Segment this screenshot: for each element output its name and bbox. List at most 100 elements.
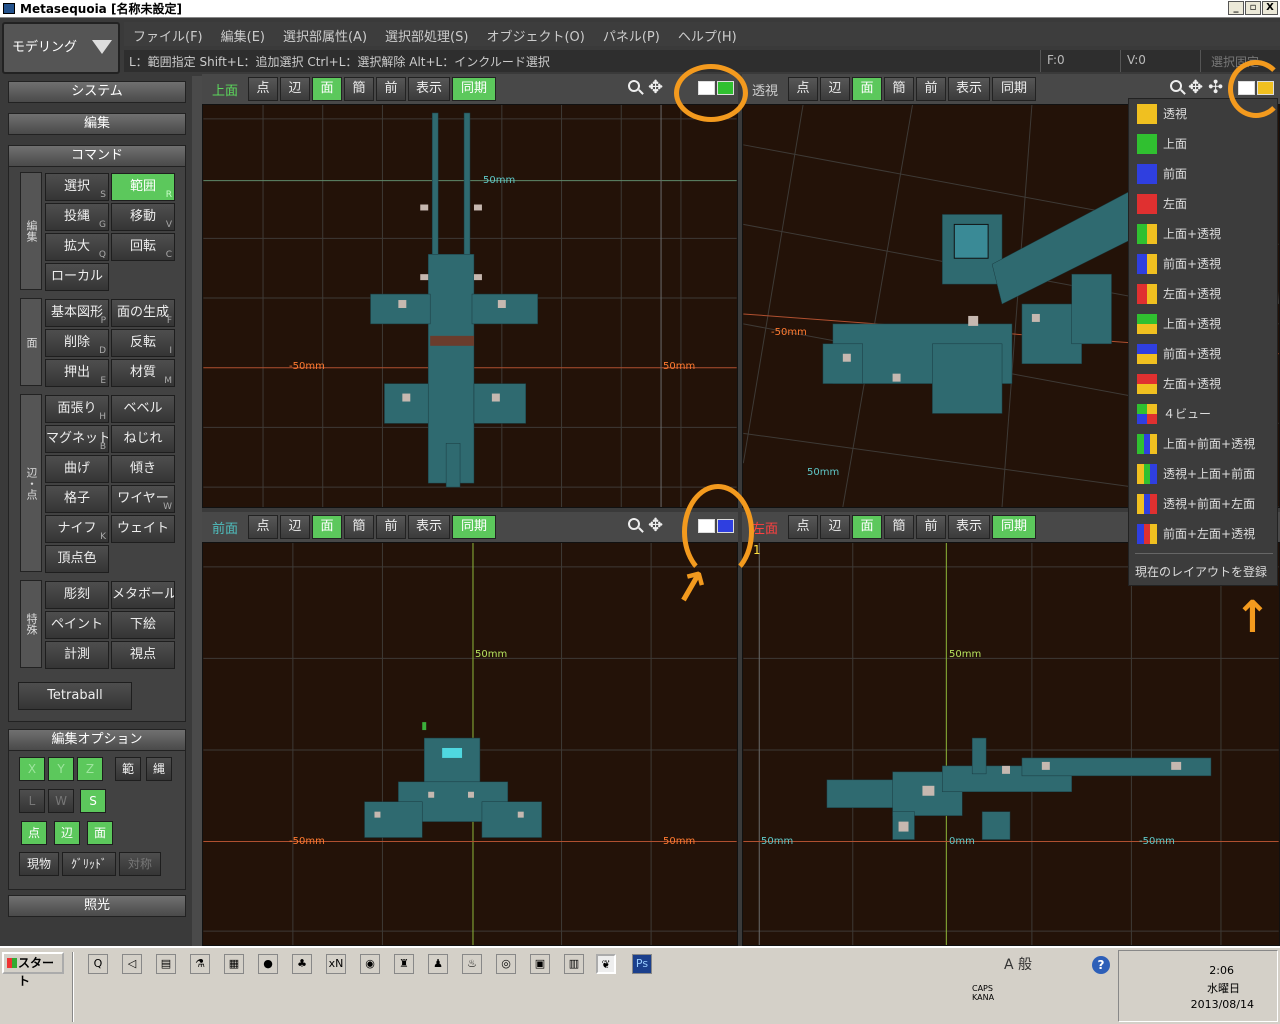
- layout-option-front-persp[interactable]: 前面+透視: [1137, 250, 1277, 278]
- ime-bar[interactable]: A 般 CAPS KANA: [972, 954, 1082, 1002]
- face-mode-toggle[interactable]: 面: [87, 821, 113, 845]
- move-view-icon[interactable]: ✥: [648, 77, 664, 98]
- help-icon[interactable]: ?: [1092, 956, 1110, 974]
- quicklaunch-icon-6[interactable]: ●: [258, 954, 278, 974]
- front-view-front-button[interactable]: 前: [376, 515, 406, 539]
- menu-selection-attr[interactable]: 選択部属性(A): [282, 30, 368, 45]
- menu-panel[interactable]: パネル(P): [602, 30, 660, 45]
- vertex-color-button[interactable]: 頂点色: [45, 545, 109, 573]
- start-button[interactable]: スタート: [2, 952, 64, 988]
- viewpoint-button[interactable]: 視点: [111, 641, 175, 669]
- axis-x-toggle[interactable]: X: [19, 757, 45, 781]
- mode-selector[interactable]: モデリング: [2, 22, 120, 74]
- top-view-face-button[interactable]: 面: [312, 77, 342, 101]
- world-coord-toggle[interactable]: W: [48, 789, 74, 813]
- menu-help[interactable]: ヘルプ(H): [677, 30, 737, 45]
- left-view-front-button[interactable]: 前: [916, 515, 946, 539]
- zoom-icon[interactable]: [628, 80, 644, 96]
- lighting-section[interactable]: 照光: [8, 895, 186, 917]
- bend-button[interactable]: 曲げ: [45, 455, 109, 483]
- layout-option-front[interactable]: 前面: [1137, 160, 1277, 188]
- measure-button[interactable]: 計測: [45, 641, 109, 669]
- layout-option-persp-top-front[interactable]: 透視+上面+前面: [1137, 460, 1277, 488]
- front-view-edge-button[interactable]: 辺: [280, 515, 310, 539]
- vertex-mode-toggle[interactable]: 点: [21, 821, 47, 845]
- maximize-button[interactable]: ▫: [1245, 1, 1261, 15]
- left-view-edge-button[interactable]: 辺: [820, 515, 850, 539]
- menu-edit[interactable]: 編集(E): [220, 30, 265, 45]
- edit-options-section[interactable]: 編集オプション: [8, 729, 186, 751]
- metaball-button[interactable]: メタボール粘: [111, 581, 175, 609]
- rotate-view-icon[interactable]: ✣: [1208, 77, 1224, 98]
- front-viewport[interactable]: 50mm -50mm 50mm: [202, 542, 738, 946]
- local-button[interactable]: ローカル: [45, 263, 109, 291]
- menu-file[interactable]: ファイル(F): [133, 30, 203, 45]
- front-view-face-button[interactable]: 面: [312, 515, 342, 539]
- move-view-icon[interactable]: ✥: [1188, 77, 1204, 98]
- menu-object[interactable]: オブジェクト(O): [486, 30, 585, 45]
- quicklaunch-icon-11[interactable]: ♟: [428, 954, 448, 974]
- edit-section[interactable]: 編集: [8, 113, 186, 135]
- left-viewport[interactable]: 1 50mm 50mm 0mm -50mm: [742, 542, 1280, 946]
- top-view-sync-button[interactable]: 同期: [452, 77, 496, 101]
- layout-option-front-persp-horizontal[interactable]: 前面+透視: [1137, 340, 1277, 368]
- persp-view-face-button[interactable]: 面: [852, 77, 882, 101]
- left-panel-scrollbar[interactable]: [192, 76, 202, 946]
- persp-view-sync-button[interactable]: 同期: [992, 77, 1036, 101]
- axis-y-toggle[interactable]: Y: [48, 757, 74, 781]
- lattice-button[interactable]: 格子: [45, 485, 109, 513]
- layout-option-front-left-persp[interactable]: 前面+左面+透視: [1137, 520, 1277, 548]
- tetraball-button[interactable]: Tetraball: [18, 682, 132, 710]
- persp-view-label[interactable]: 透視: [752, 84, 779, 99]
- persp-view-edge-button[interactable]: 辺: [820, 77, 850, 101]
- layout-option-persp[interactable]: 透視: [1137, 100, 1277, 128]
- quicklaunch-icon-8[interactable]: xN: [326, 954, 346, 974]
- close-button[interactable]: X: [1262, 1, 1278, 15]
- sculpt-button[interactable]: 彫刻: [45, 581, 109, 609]
- top-view-edge-button[interactable]: 辺: [280, 77, 310, 101]
- quicklaunch-icon-2[interactable]: ◁: [122, 954, 142, 974]
- quicklaunch-icon-14[interactable]: ▣: [530, 954, 550, 974]
- quicklaunch-icon-5[interactable]: ▦: [224, 954, 244, 974]
- minimize-button[interactable]: _: [1228, 1, 1244, 15]
- move-view-icon[interactable]: ✥: [648, 515, 664, 536]
- quicklaunch-icon-15[interactable]: ▥: [564, 954, 584, 974]
- top-view-front-button[interactable]: 前: [376, 77, 406, 101]
- screen-coord-toggle[interactable]: S: [80, 789, 106, 813]
- command-section[interactable]: コマンド: [8, 145, 186, 167]
- persp-view-front-button[interactable]: 前: [916, 77, 946, 101]
- left-view-sync-button[interactable]: 同期: [992, 515, 1036, 539]
- twist-button[interactable]: ねじれ: [111, 425, 175, 453]
- chrome-icon[interactable]: ◎: [496, 954, 516, 974]
- layout-option-top-persp[interactable]: 上面+透視: [1137, 220, 1277, 248]
- underlay-button[interactable]: 下絵: [111, 611, 175, 639]
- front-view-simple-button[interactable]: 簡: [344, 515, 374, 539]
- layout-option-left[interactable]: 左面: [1137, 190, 1277, 218]
- bevel-button[interactable]: ベベル: [111, 395, 175, 423]
- quicklaunch-icon-1[interactable]: Q: [88, 954, 108, 974]
- weight-button[interactable]: ウェイト: [111, 515, 175, 543]
- front-view-display-button[interactable]: 表示: [408, 515, 450, 539]
- quicklaunch-icon-7[interactable]: ♣: [292, 954, 312, 974]
- range-toggle[interactable]: 範: [115, 757, 141, 781]
- layout-option-top-persp-horizontal[interactable]: 上面+透視: [1137, 310, 1277, 338]
- left-view-vertex-button[interactable]: 点: [788, 515, 818, 539]
- slant-button[interactable]: 傾き: [111, 455, 175, 483]
- zoom-icon[interactable]: [628, 518, 644, 534]
- symmetry-toggle[interactable]: 対称: [119, 852, 161, 876]
- edge-mode-toggle[interactable]: 辺: [54, 821, 80, 845]
- persp-view-display-button[interactable]: 表示: [948, 77, 990, 101]
